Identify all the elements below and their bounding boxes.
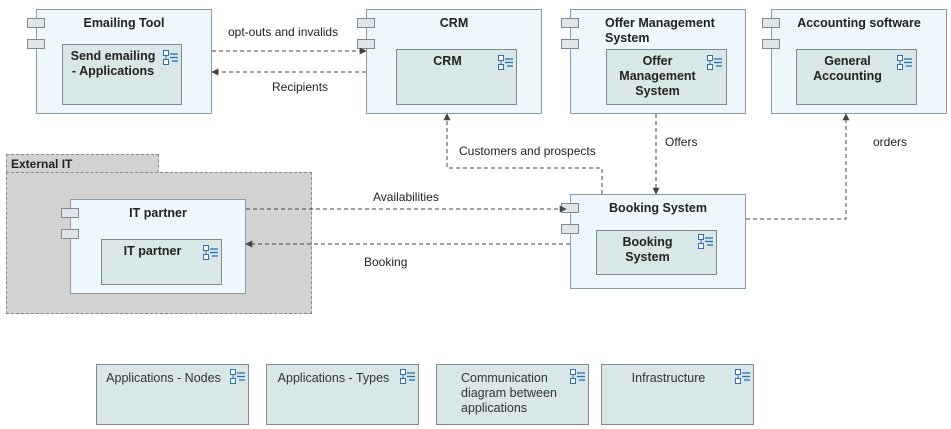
- application-title: General Accounting: [813, 54, 882, 83]
- component-title: Booking System: [609, 201, 707, 215]
- component-title: CRM: [439, 16, 469, 30]
- component-title: IT partner: [129, 206, 187, 220]
- application-booking-system[interactable]: Booking System: [596, 230, 717, 275]
- component-title: Accounting software: [797, 16, 921, 30]
- flow-label-optouts: opt-outs and invalids: [228, 25, 339, 39]
- component-tab-icon: [61, 229, 79, 239]
- component-title: Offer Management System: [605, 16, 715, 45]
- component-booking-system[interactable]: Booking System Booking System: [570, 194, 746, 289]
- component-it-partner[interactable]: IT partner IT partner: [70, 199, 246, 294]
- component-tab-icon: [27, 18, 45, 28]
- application-general-accounting[interactable]: General Accounting: [796, 49, 917, 105]
- flow-label-customers: Customers and prospects: [459, 144, 596, 158]
- group-tab-external-it[interactable]: External IT: [6, 154, 159, 173]
- application-offer-management[interactable]: Offer Management System: [606, 49, 727, 105]
- component-tab-icon: [27, 39, 45, 49]
- diagram-ref-infrastructure[interactable]: Infrastructure: [601, 364, 754, 425]
- component-tab-icon: [561, 18, 579, 28]
- component-title: Emailing Tool: [83, 16, 165, 30]
- application-title: Offer Management System: [619, 54, 696, 98]
- flow-label-orders: orders: [873, 135, 908, 149]
- component-tab-icon: [561, 39, 579, 49]
- component-tab-icon: [357, 18, 375, 28]
- application-title: CRM: [433, 54, 462, 68]
- application-title: Send emailing - Applications: [70, 49, 156, 78]
- diagram-ref-title: Applications - Nodes: [106, 371, 221, 385]
- diagram-ref-communication[interactable]: Communication diagram between applicatio…: [436, 364, 589, 425]
- component-accounting-software[interactable]: Accounting software General Accounting: [771, 9, 947, 114]
- flow-label-recipients: Recipients: [272, 80, 329, 94]
- component-emailing-tool[interactable]: Emailing Tool Send emailing - Applicatio…: [36, 9, 212, 114]
- flow-label-availabilities: Availabilities: [373, 190, 439, 204]
- diagram-ref-title: Infrastructure: [631, 371, 706, 385]
- group-title: External IT: [11, 157, 73, 171]
- application-crm[interactable]: CRM: [396, 49, 517, 105]
- application-it-partner[interactable]: IT partner: [101, 239, 222, 285]
- diagram-ref-title: Applications - Types: [277, 371, 390, 385]
- component-crm[interactable]: CRM CRM: [366, 9, 542, 114]
- application-title: IT partner: [123, 244, 182, 258]
- component-offer-management[interactable]: Offer Management System Offer Management…: [570, 9, 746, 114]
- application-send-emailing[interactable]: Send emailing - Applications: [62, 44, 182, 105]
- flow-orders: [746, 113, 850, 220]
- flow-label-booking: Booking: [364, 255, 408, 269]
- diagram-ref-title: Communication diagram between applicatio…: [461, 371, 557, 415]
- component-tab-icon: [61, 208, 79, 218]
- diagram-ref-applications-types[interactable]: Applications - Types: [266, 364, 419, 425]
- flow-label-offers: Offers: [665, 135, 698, 149]
- component-tab-icon: [561, 224, 579, 234]
- diagram-ref-applications-nodes[interactable]: Applications - Nodes: [96, 364, 249, 425]
- component-tab-icon: [762, 39, 780, 49]
- application-title: Booking System: [622, 235, 673, 264]
- component-tab-icon: [762, 18, 780, 28]
